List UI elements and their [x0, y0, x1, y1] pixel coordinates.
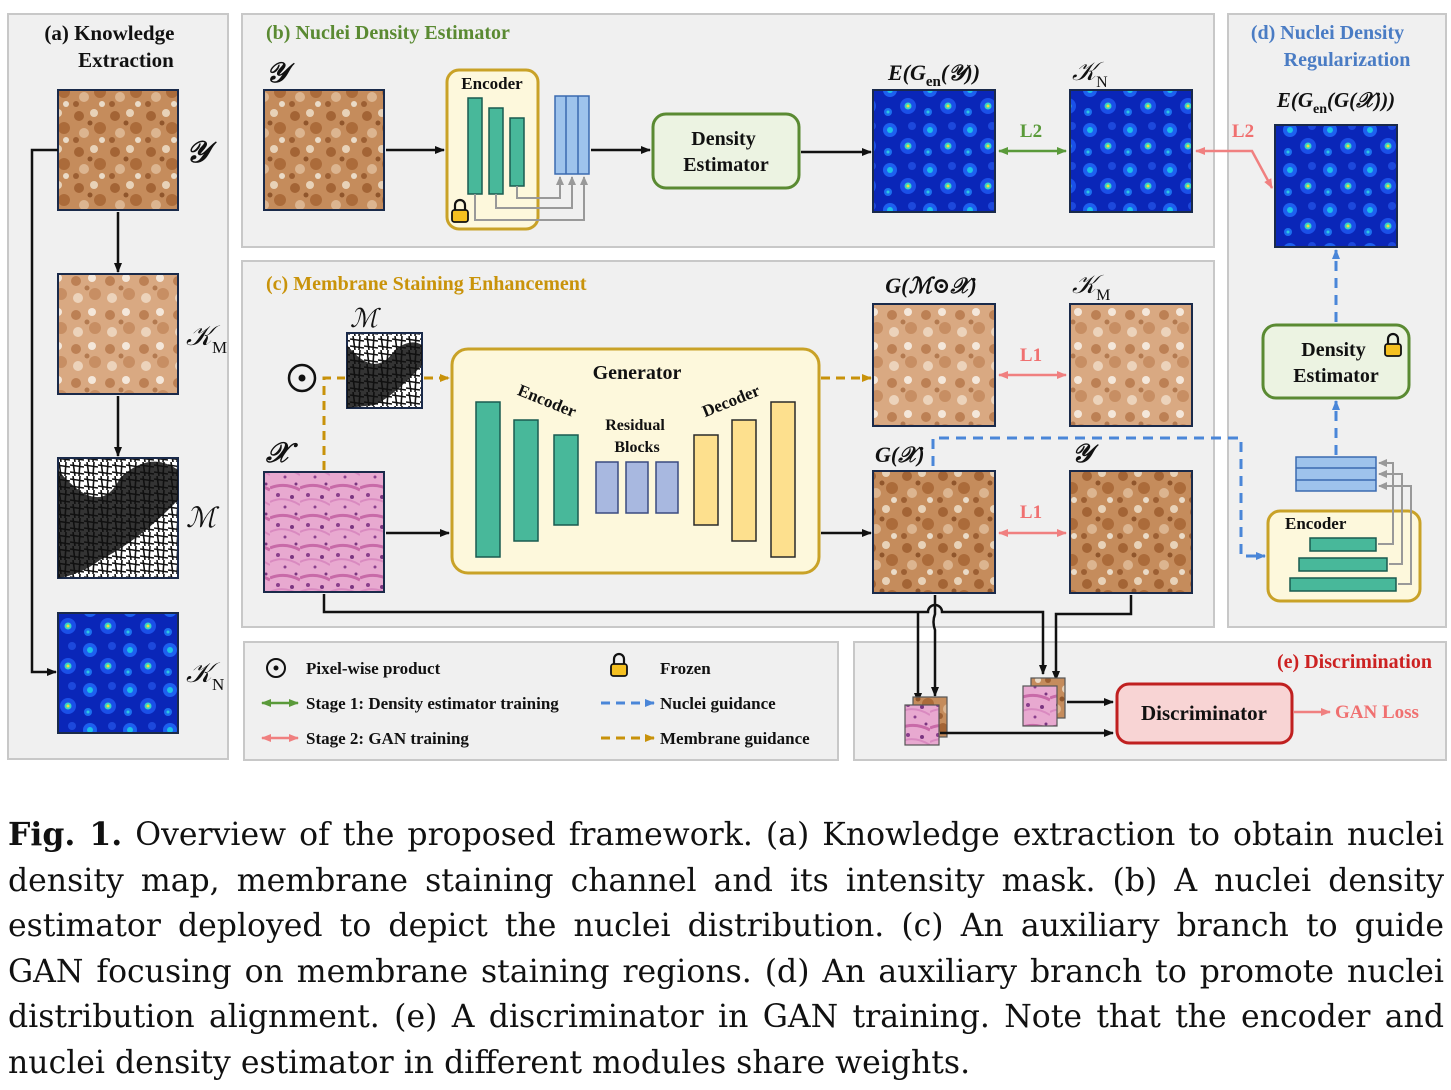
panel-b-input-image — [263, 89, 385, 211]
gen-decoder-layer-3 — [770, 401, 796, 558]
b-output-image — [872, 89, 996, 213]
b-skip-2 — [495, 176, 576, 209]
caption-prefix: Fig. 1. — [8, 816, 123, 853]
b-l2-label: L2 — [1020, 121, 1042, 142]
b-kn-image — [1069, 89, 1193, 213]
d-density-estimator — [1261, 323, 1411, 400]
framework-diagram: (a) Knowledge Extraction 𝒴 𝒦M ℳ 𝒦N (b) N… — [7, 13, 1447, 761]
b-density-estimator — [651, 112, 801, 190]
d-encoder-label: Encoder — [1285, 514, 1347, 533]
c-l1-bottom-label: L1 — [1020, 502, 1042, 523]
b-encoder-layer-2 — [488, 107, 504, 195]
discriminator-box — [1115, 682, 1294, 745]
gen-encoder-layer-2 — [513, 419, 539, 542]
c-mask-dark-region — [347, 342, 422, 408]
legend-pixelwise-icon — [266, 658, 286, 678]
b-density-label: Density Estimator — [683, 128, 769, 176]
d-feature-stack — [1295, 456, 1377, 492]
gen-encoder-layer-3 — [553, 434, 579, 526]
b-encoder-layer-1 — [467, 97, 483, 195]
discriminator-label: Discriminator — [1141, 701, 1267, 725]
image-km — [57, 273, 179, 395]
gx-to-fake-pair — [931, 595, 939, 697]
panel-d-title: (d) Nuclei Density Regularization — [1251, 22, 1410, 71]
d-encoder-layer-3 — [1289, 577, 1397, 592]
legend-frozen: Frozen — [660, 659, 711, 678]
caption-text: Overview of the proposed framework. (a) … — [8, 817, 1444, 1081]
c-gx-image — [872, 470, 996, 594]
c-gx-label: G(𝒳) — [875, 442, 924, 467]
b-skip-3 — [516, 176, 564, 199]
d-skip-1 — [1378, 459, 1394, 545]
figure-caption: Fig. 1. Overview of the proposed framewo… — [8, 812, 1444, 1086]
legend-pixelwise-dot — [273, 665, 279, 671]
image-y — [57, 89, 179, 211]
c-l1-top-label: L1 — [1020, 345, 1042, 366]
b-encoder-layer-3 — [509, 117, 525, 187]
c-product-dot — [298, 374, 306, 382]
gan-loss-label: GAN Loss — [1335, 702, 1419, 723]
y-to-real-pair — [1052, 595, 1133, 681]
c-product-circle — [287, 363, 317, 393]
c-y-image — [1069, 470, 1193, 594]
c-mask-label: ℳ — [350, 304, 381, 333]
d-skip-3 — [1378, 482, 1412, 585]
legend-stage2: Stage 2: GAN training — [306, 729, 469, 748]
legend-panel — [243, 641, 839, 761]
label-m: ℳ — [186, 503, 220, 534]
c-membrane-guide-up — [322, 376, 345, 470]
c-input-image — [263, 471, 385, 593]
gen-decoder-layer-2 — [731, 419, 757, 542]
b-feature-stack — [554, 95, 590, 175]
d-l2-arrow — [1195, 147, 1274, 189]
panel-c-title: (c) Membrane Staining Enhancement — [266, 273, 587, 295]
mask-dark-region — [58, 461, 178, 578]
d-density-label: Density Estimator — [1293, 339, 1379, 387]
legend-membrane-guidance: Membrane guidance — [660, 729, 810, 748]
generator-box — [450, 347, 821, 575]
d-l2-label: L2 — [1232, 121, 1254, 142]
d-encoder-layer-2 — [1298, 557, 1388, 572]
residual-block-3 — [655, 461, 679, 514]
d-skip-2 — [1378, 470, 1403, 565]
panel-b-title: (b) Nuclei Density Estimator — [266, 22, 510, 44]
panel-a-title: (a) Knowledge Extraction — [44, 21, 179, 72]
arrow-y-to-kn — [30, 148, 58, 676]
c-masked-output-label: G(ℳ⊙𝒳) — [885, 273, 976, 298]
image-kn — [57, 612, 179, 734]
gen-decoder-layer-1 — [693, 434, 719, 526]
residual-block-1 — [595, 461, 619, 514]
b-skip-1 — [474, 176, 588, 221]
legend-stage1: Stage 1: Density estimator training — [306, 694, 559, 713]
d-output-image — [1274, 124, 1398, 248]
c-masked-output-image — [872, 303, 996, 427]
panel-b-encoder-label: Encoder — [461, 74, 523, 93]
fake-pair-thumbnails — [904, 696, 948, 746]
nuclei-guidance-arrow — [931, 436, 1266, 560]
c-km-image — [1069, 303, 1193, 427]
d-encoder-layer-1 — [1309, 537, 1377, 552]
panel-e-title: (e) Discrimination — [1277, 651, 1432, 673]
residual-block-2 — [625, 461, 649, 514]
legend-nuclei-guidance: Nuclei guidance — [660, 694, 776, 713]
residual-label: Residual Blocks — [605, 417, 669, 456]
legend-pixelwise: Pixel-wise product — [306, 659, 441, 678]
generator-label: Generator — [593, 362, 682, 384]
gen-encoder-layer-1 — [475, 401, 501, 558]
real-pair-thumbnails — [1022, 677, 1066, 727]
